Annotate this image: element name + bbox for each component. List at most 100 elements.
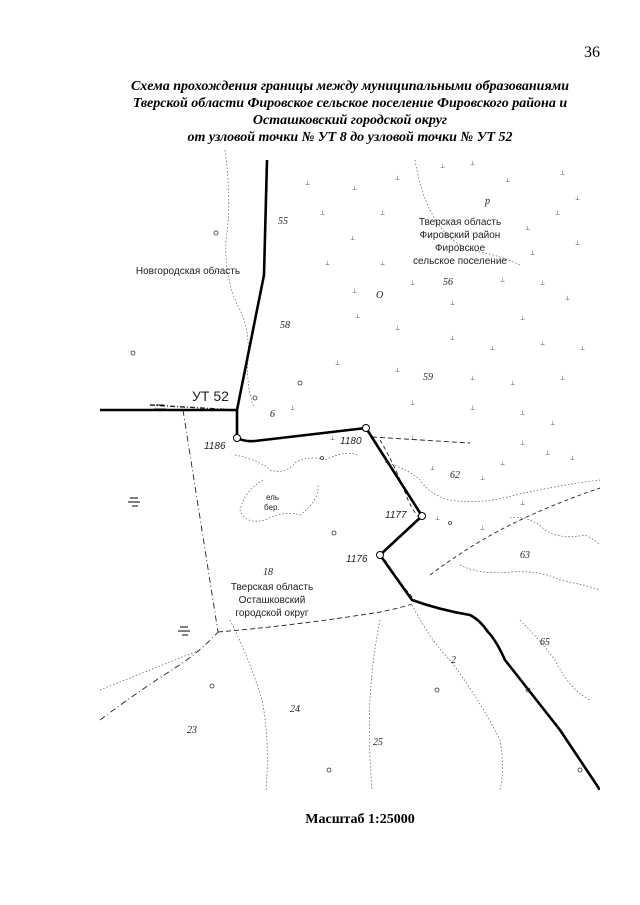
misc-label-o: О: [376, 290, 383, 301]
node-1176-marker: [376, 551, 384, 559]
svg-text:⊥: ⊥: [410, 435, 415, 442]
svg-text:⊥: ⊥: [500, 277, 505, 284]
svg-text:⊥: ⊥: [520, 440, 525, 447]
node-1176-label: 1176: [346, 554, 368, 565]
novgorod-label: Новгородская область: [136, 265, 240, 277]
quarter-62: 62: [450, 470, 460, 481]
svg-text:⊥: ⊥: [335, 360, 340, 367]
svg-text:⊥: ⊥: [430, 465, 435, 472]
svg-text:⊥: ⊥: [395, 325, 400, 332]
scale-label: Масштаб 1:25000: [305, 812, 415, 827]
quarter-59: 59: [423, 372, 433, 383]
ostashkov-label-1: Тверская область: [231, 581, 313, 593]
svg-text:⊥: ⊥: [435, 515, 440, 522]
node-1180-label: 1180: [340, 436, 362, 447]
svg-text:⊥: ⊥: [540, 280, 545, 287]
node-1177-label: 1177: [385, 510, 407, 521]
ostashkov-label-2: Осташковский: [239, 595, 306, 606]
title-line-3: Осташковский городской округ: [252, 113, 448, 128]
quarter-boundaries: [100, 150, 600, 790]
svg-text:⊥: ⊥: [565, 295, 570, 302]
page-number: 36: [584, 44, 600, 61]
firovo-label-3: Фировское: [435, 243, 486, 254]
municipal-boundary: [100, 159, 600, 790]
svg-text:⊥: ⊥: [480, 525, 485, 532]
svg-text:⊥: ⊥: [490, 345, 495, 352]
svg-text:⊥: ⊥: [580, 345, 585, 352]
svg-text:⊥: ⊥: [350, 235, 355, 242]
svg-text:⊥: ⊥: [380, 260, 385, 267]
node-1177-marker: [418, 512, 426, 520]
svg-text:⊥: ⊥: [440, 163, 445, 170]
svg-text:⊥: ⊥: [545, 450, 550, 457]
svg-text:⊥: ⊥: [355, 313, 360, 320]
svg-text:⊥: ⊥: [305, 180, 310, 187]
title-line-1: Схема прохождения границы между муниципа…: [130, 79, 570, 94]
svg-text:⊥: ⊥: [380, 210, 385, 217]
svg-text:⊥: ⊥: [320, 210, 325, 217]
svg-text:⊥: ⊥: [575, 240, 580, 247]
node-1186-marker: [233, 434, 241, 442]
quarter-65: 65: [540, 637, 550, 648]
svg-text:⊥: ⊥: [550, 420, 555, 427]
quarter-23: 23: [187, 725, 197, 736]
svg-text:⊥: ⊥: [325, 260, 330, 267]
map-symbols: [130, 230, 583, 773]
svg-text:⊥: ⊥: [510, 380, 515, 387]
svg-text:⊥: ⊥: [530, 250, 535, 257]
quarter-6: 6: [270, 409, 275, 420]
node-1180-marker: [362, 424, 370, 432]
svg-text:⊥: ⊥: [470, 375, 475, 382]
quarter-2: 2: [451, 655, 456, 666]
svg-text:⊥: ⊥: [520, 315, 525, 322]
svg-text:⊥: ⊥: [410, 280, 415, 287]
quarter-18: 18: [263, 567, 273, 578]
svg-text:⊥: ⊥: [410, 400, 415, 407]
firovo-label-2: Фировский район: [420, 230, 501, 241]
node-1186-label: 1186: [204, 441, 226, 452]
svg-text:⊥: ⊥: [395, 175, 400, 182]
marsh-symbols: [128, 404, 190, 636]
svg-text:⊥: ⊥: [290, 405, 295, 412]
svg-text:⊥: ⊥: [520, 410, 525, 417]
map-labels: Тверская область Фировский район Фировск…: [136, 196, 550, 748]
marsh-label-2: бер.: [264, 503, 280, 512]
svg-text:⊥: ⊥: [575, 195, 580, 202]
map-title: Схема прохождения границы между муниципа…: [100, 78, 600, 146]
svg-text:⊥: ⊥: [470, 405, 475, 412]
svg-text:⊥: ⊥: [450, 300, 455, 307]
ostashkov-label-3: городской округ: [235, 608, 309, 619]
svg-text:⊥: ⊥: [450, 335, 455, 342]
svg-text:⊥: ⊥: [560, 170, 565, 177]
firovo-label-4: сельское поселение: [413, 256, 507, 267]
firovo-label-1: Тверская область: [419, 216, 501, 228]
svg-text:⊥: ⊥: [352, 288, 357, 295]
quarter-25: 25: [373, 737, 383, 748]
quarter-55: 55: [278, 216, 288, 227]
boundary-nodes: [233, 424, 426, 559]
svg-text:⊥: ⊥: [540, 340, 545, 347]
vegetation-marks: ⊥⊥⊥ ⊥⊥⊥ ⊥⊥⊥ ⊥⊥⊥ ⊥⊥⊥ ⊥⊥⊥ ⊥⊥⊥ ⊥⊥⊥ ⊥⊥⊥ ⊥⊥⊥ …: [290, 160, 585, 532]
svg-text:⊥: ⊥: [395, 367, 400, 374]
quarter-24: 24: [290, 704, 300, 715]
svg-text:⊥: ⊥: [480, 475, 485, 482]
svg-text:⊥: ⊥: [525, 225, 530, 232]
quarter-58: 58: [280, 320, 290, 331]
svg-text:⊥: ⊥: [330, 435, 335, 442]
svg-text:⊥: ⊥: [560, 375, 565, 382]
svg-text:⊥: ⊥: [555, 210, 560, 217]
key-point-label: УТ 52: [192, 388, 229, 404]
svg-text:⊥: ⊥: [505, 177, 510, 184]
quarter-56: 56: [443, 277, 453, 288]
svg-text:⊥: ⊥: [570, 455, 575, 462]
svg-text:⊥: ⊥: [500, 460, 505, 467]
quarter-63: 63: [520, 550, 530, 561]
svg-text:⊥: ⊥: [352, 185, 357, 192]
title-line-2: Тверской области Фировское сельское посе…: [132, 96, 568, 111]
svg-text:⊥: ⊥: [470, 160, 475, 167]
svg-text:⊥: ⊥: [520, 500, 525, 507]
misc-label-r: р: [484, 196, 490, 207]
marsh-label-1: ель: [266, 493, 279, 502]
title-line-4: от узловой точки № УТ 8 до узловой точки…: [187, 130, 513, 145]
